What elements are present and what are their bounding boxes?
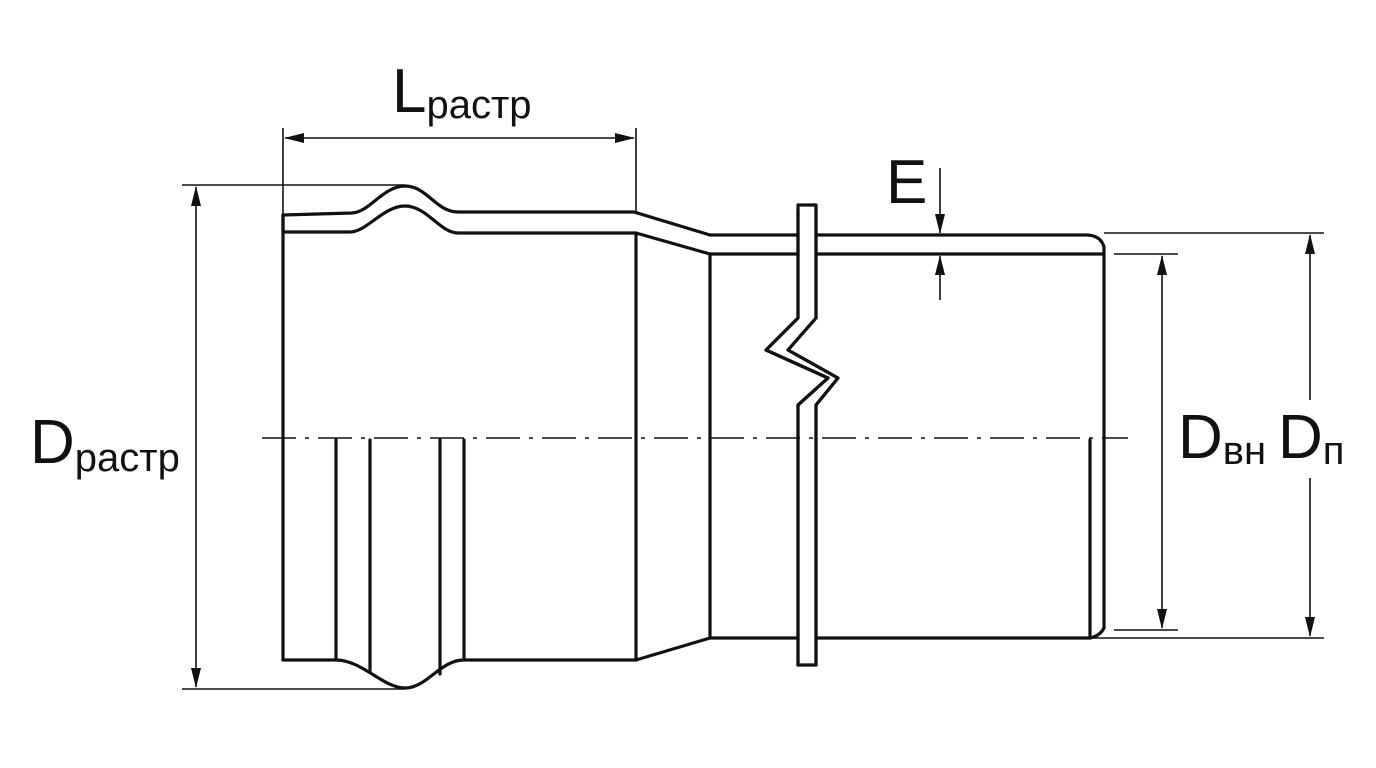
socket-diameter-label: Dрастр <box>30 408 180 480</box>
wall-section-hatched <box>281 184 1106 256</box>
wall-thickness-label: E <box>886 148 927 217</box>
outer-diameter-label: Dп <box>1278 403 1344 473</box>
inner-diameter-label: Dвн <box>1178 403 1266 473</box>
extension-lines <box>182 128 1324 690</box>
pipe-outline <box>281 213 1106 690</box>
socket-length-label: Lрастр <box>392 57 532 127</box>
break-lines <box>764 203 840 667</box>
